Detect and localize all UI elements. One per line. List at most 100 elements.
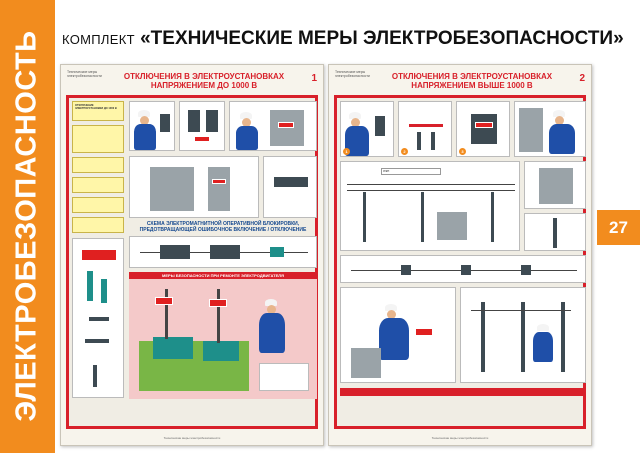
note-card bbox=[259, 363, 309, 391]
circuit-element bbox=[521, 265, 531, 275]
pipe bbox=[217, 289, 220, 343]
scheme-section-title: СХЕМА ЭЛЕКТРОМАГНИТНОЙ ОПЕРАТИВНОЙ БЛОКИ… bbox=[139, 221, 307, 233]
poster-2-number: 2 bbox=[579, 73, 585, 84]
power-line bbox=[347, 190, 515, 191]
red-bar bbox=[409, 124, 443, 127]
pipe bbox=[165, 289, 168, 339]
scheme-block bbox=[160, 245, 190, 259]
warning-tag bbox=[475, 122, 493, 128]
scheme-diagram bbox=[129, 236, 317, 268]
panel-lock: 3 bbox=[456, 101, 510, 157]
poster-2[interactable]: Технические меры электробезопасности ОТК… bbox=[328, 64, 592, 446]
breaker bbox=[206, 110, 218, 132]
worker-face bbox=[242, 118, 251, 127]
bottom-warning-band bbox=[340, 388, 586, 396]
note-block bbox=[72, 177, 124, 193]
circuit-element bbox=[401, 265, 411, 275]
tower bbox=[561, 302, 565, 372]
side-label: ЭЛЕКТРОБЕЗОПАСНОСТЬ bbox=[10, 30, 43, 422]
scheme-key bbox=[270, 247, 284, 257]
tower bbox=[481, 302, 485, 372]
warning-tag bbox=[212, 179, 226, 184]
poster-2-heading: ОТКЛЮЧЕНИЯ В ЭЛЕКТРОУСТАНОВКАХ НАПРЯЖЕНИ… bbox=[391, 72, 553, 90]
tool bbox=[93, 365, 97, 387]
worker-face bbox=[140, 116, 149, 125]
switch bbox=[375, 116, 385, 136]
switchgear-illustration bbox=[129, 156, 259, 218]
worker bbox=[259, 313, 285, 353]
poster-2-corner-text: Технические меры электробезопасности bbox=[335, 70, 370, 78]
title-main: «ТЕХНИЧЕСКИЕ МЕРЫ ЭЛЕКТРОБЕЗОПАСНОСТИ» bbox=[140, 28, 624, 49]
warning-tag bbox=[278, 122, 294, 128]
page-title: КОМПЛЕКТ «ТЕХНИЧЕСКИЕ МЕРЫ ЭЛЕКТРОБЕЗОПА… bbox=[62, 28, 624, 50]
warning-tag bbox=[155, 297, 173, 305]
pole bbox=[363, 192, 366, 242]
step-number: 2 bbox=[401, 148, 408, 155]
tower bbox=[553, 218, 557, 248]
helmet bbox=[537, 324, 549, 331]
diagram-label: ЛЭП bbox=[381, 168, 441, 176]
warning-tag bbox=[209, 299, 227, 307]
cabinet bbox=[471, 114, 497, 144]
helmet bbox=[138, 110, 150, 117]
pole bbox=[421, 192, 424, 242]
pole bbox=[491, 192, 494, 242]
step-number: 1 bbox=[343, 148, 350, 155]
warning-tag bbox=[194, 136, 210, 142]
helmet bbox=[553, 110, 565, 117]
substation-scene bbox=[460, 287, 586, 383]
panel-disconnector: 2 bbox=[398, 101, 452, 157]
panel-switch-off bbox=[129, 101, 175, 151]
cabinet bbox=[519, 108, 543, 152]
helmet bbox=[265, 299, 277, 306]
cabinet bbox=[208, 167, 230, 211]
panel-cabinet bbox=[229, 101, 317, 151]
tower bbox=[521, 302, 525, 372]
poster-1-corner-text: Технические меры электробезопасности bbox=[67, 70, 102, 78]
tool bbox=[101, 279, 107, 303]
note-block bbox=[72, 125, 124, 153]
poster-1-footer: Технические меры электробезопасности bbox=[163, 436, 221, 441]
breaker bbox=[188, 110, 200, 132]
poster-1-heading: ОТКЛЮЧЕНИЯ В ЭЛЕКТРОУСТАНОВКАХ НАПРЯЖЕНИ… bbox=[123, 72, 285, 90]
transformer bbox=[351, 348, 381, 378]
power-line bbox=[471, 310, 571, 311]
note-block bbox=[72, 157, 124, 173]
tool bbox=[89, 317, 109, 321]
tower-scene bbox=[524, 213, 586, 251]
cabinet-open bbox=[524, 161, 586, 209]
worker-face bbox=[267, 305, 276, 314]
overhead-line-scene: ЛЭП bbox=[340, 161, 520, 251]
motor-scene bbox=[129, 279, 317, 399]
side-band: ЭЛЕКТРОБЕЗОПАСНОСТЬ bbox=[0, 0, 55, 453]
helmet bbox=[349, 112, 361, 119]
switchgear bbox=[150, 167, 194, 211]
panel-switch-off: 1 bbox=[340, 101, 394, 157]
worker bbox=[533, 332, 553, 362]
note-block bbox=[72, 217, 124, 233]
cabinet bbox=[270, 110, 304, 146]
note-title-text: ОТКЛЮЧЕНИЕ ЭЛЕКТРОУСТАНОВКИ ДО 1000 В bbox=[75, 104, 117, 111]
worker-face bbox=[351, 118, 360, 127]
motor bbox=[203, 341, 239, 361]
pump bbox=[153, 337, 193, 359]
worker bbox=[236, 126, 258, 150]
poster-1[interactable]: Технические меры электробезопасности ОТК… bbox=[60, 64, 324, 446]
title-prefix: КОМПЛЕКТ bbox=[62, 32, 135, 47]
scheme-block bbox=[210, 245, 240, 259]
circuit-element bbox=[461, 265, 471, 275]
worker-face bbox=[387, 310, 396, 319]
circuit-diagram bbox=[340, 255, 586, 283]
page-number-badge: 27 bbox=[597, 210, 640, 245]
cable-illustration bbox=[263, 156, 317, 218]
note-title: ОТКЛЮЧЕНИЕ ЭЛЕКТРОУСТАНОВКИ ДО 1000 В bbox=[72, 101, 124, 121]
note-block bbox=[72, 197, 124, 213]
busbar bbox=[274, 177, 308, 187]
tool bbox=[87, 271, 93, 301]
worker bbox=[379, 318, 409, 360]
poster-2-frame: 1 2 3 ЛЭП bbox=[334, 95, 586, 429]
grounding-scene bbox=[340, 287, 456, 383]
worker-face bbox=[555, 116, 564, 125]
switch bbox=[160, 114, 170, 132]
rod bbox=[431, 132, 435, 150]
